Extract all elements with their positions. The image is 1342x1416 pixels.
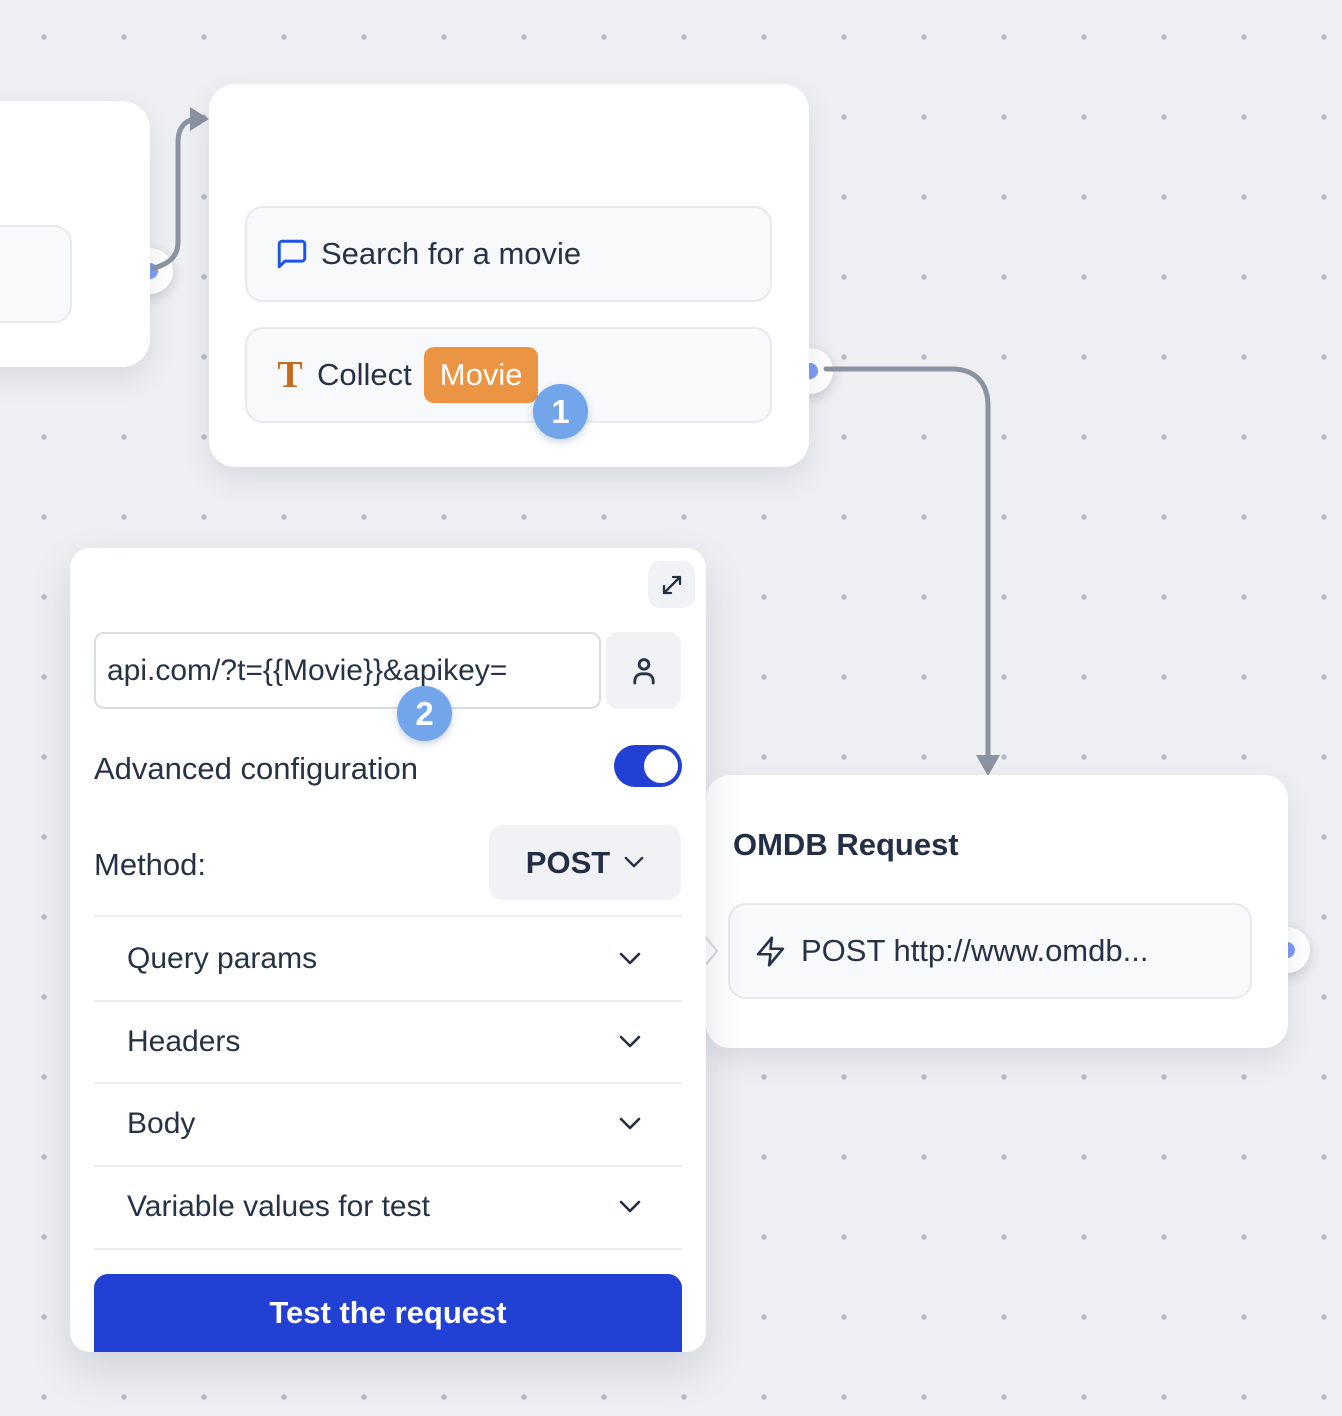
insert-variable-button[interactable] [606,632,681,709]
method-label: Method: [94,847,207,882]
chevron-down-icon[interactable] [619,1200,641,1214]
accordion-variable-values[interactable]: Variable values for test [127,1190,430,1223]
person-icon [632,657,655,684]
node-item-partial[interactable] [0,225,72,323]
node-title: OMDB Request [733,827,959,862]
node-item-label: Collect [317,357,412,392]
step-marker-2: 2 [397,686,452,741]
chevron-down-icon[interactable] [619,1035,641,1049]
advanced-configuration-toggle[interactable] [614,745,682,787]
node-item-post-request[interactable]: POST http://www.omdb... [728,903,1252,999]
expand-icon [662,575,681,594]
node-card-movie-search[interactable]: Movie search Search for a movie T Collec… [209,84,809,467]
chevron-down-icon[interactable] [619,952,641,966]
node-card-partial-left[interactable] [0,101,150,367]
divider [94,1165,682,1167]
step-marker-1: 1 [533,384,588,439]
chevron-down-icon[interactable] [619,1117,641,1131]
accordion-query-params[interactable]: Query params [127,942,318,975]
chevron-down-icon [624,856,644,868]
method-value: POST [525,844,611,880]
node-item-label: Search for a movie [321,236,582,271]
url-input[interactable]: api.com/?t={{Movie}}&apikey= [94,632,601,709]
method-select[interactable]: POST [489,825,681,900]
accordion-body[interactable]: Body [127,1107,196,1140]
node-item-label: POST http://www.omdb... [801,933,1149,968]
toggle-knob [644,749,678,783]
expand-button[interactable] [648,561,695,608]
node-card-omdb-request[interactable]: OMDB Request POST http://www.omdb... [706,775,1288,1048]
node-item-collect-movie[interactable]: T Collect Movie [245,327,772,423]
variable-chip-movie[interactable]: Movie [423,347,539,403]
text-input-icon: T [277,354,303,396]
divider [94,1000,682,1002]
divider [94,915,682,917]
webhook-config-panel[interactable]: api.com/?t={{Movie}}&apikey= 2 Advanced … [70,548,706,1352]
divider [94,1248,682,1250]
url-input-value: api.com/?t={{Movie}}&apikey= [107,653,508,687]
connector-left-to-movie-search [151,107,209,271]
zap-icon [756,935,785,967]
test-the-request-button[interactable]: Test the request [94,1274,682,1352]
node-item-search-for-a-movie[interactable]: Search for a movie [245,206,772,302]
advanced-configuration-label: Advanced configuration [94,751,419,786]
chat-bubble-icon [277,239,307,269]
divider [94,1082,682,1084]
connector-movie-search-to-omdb [823,366,1000,776]
accordion-headers[interactable]: Headers [127,1025,241,1058]
